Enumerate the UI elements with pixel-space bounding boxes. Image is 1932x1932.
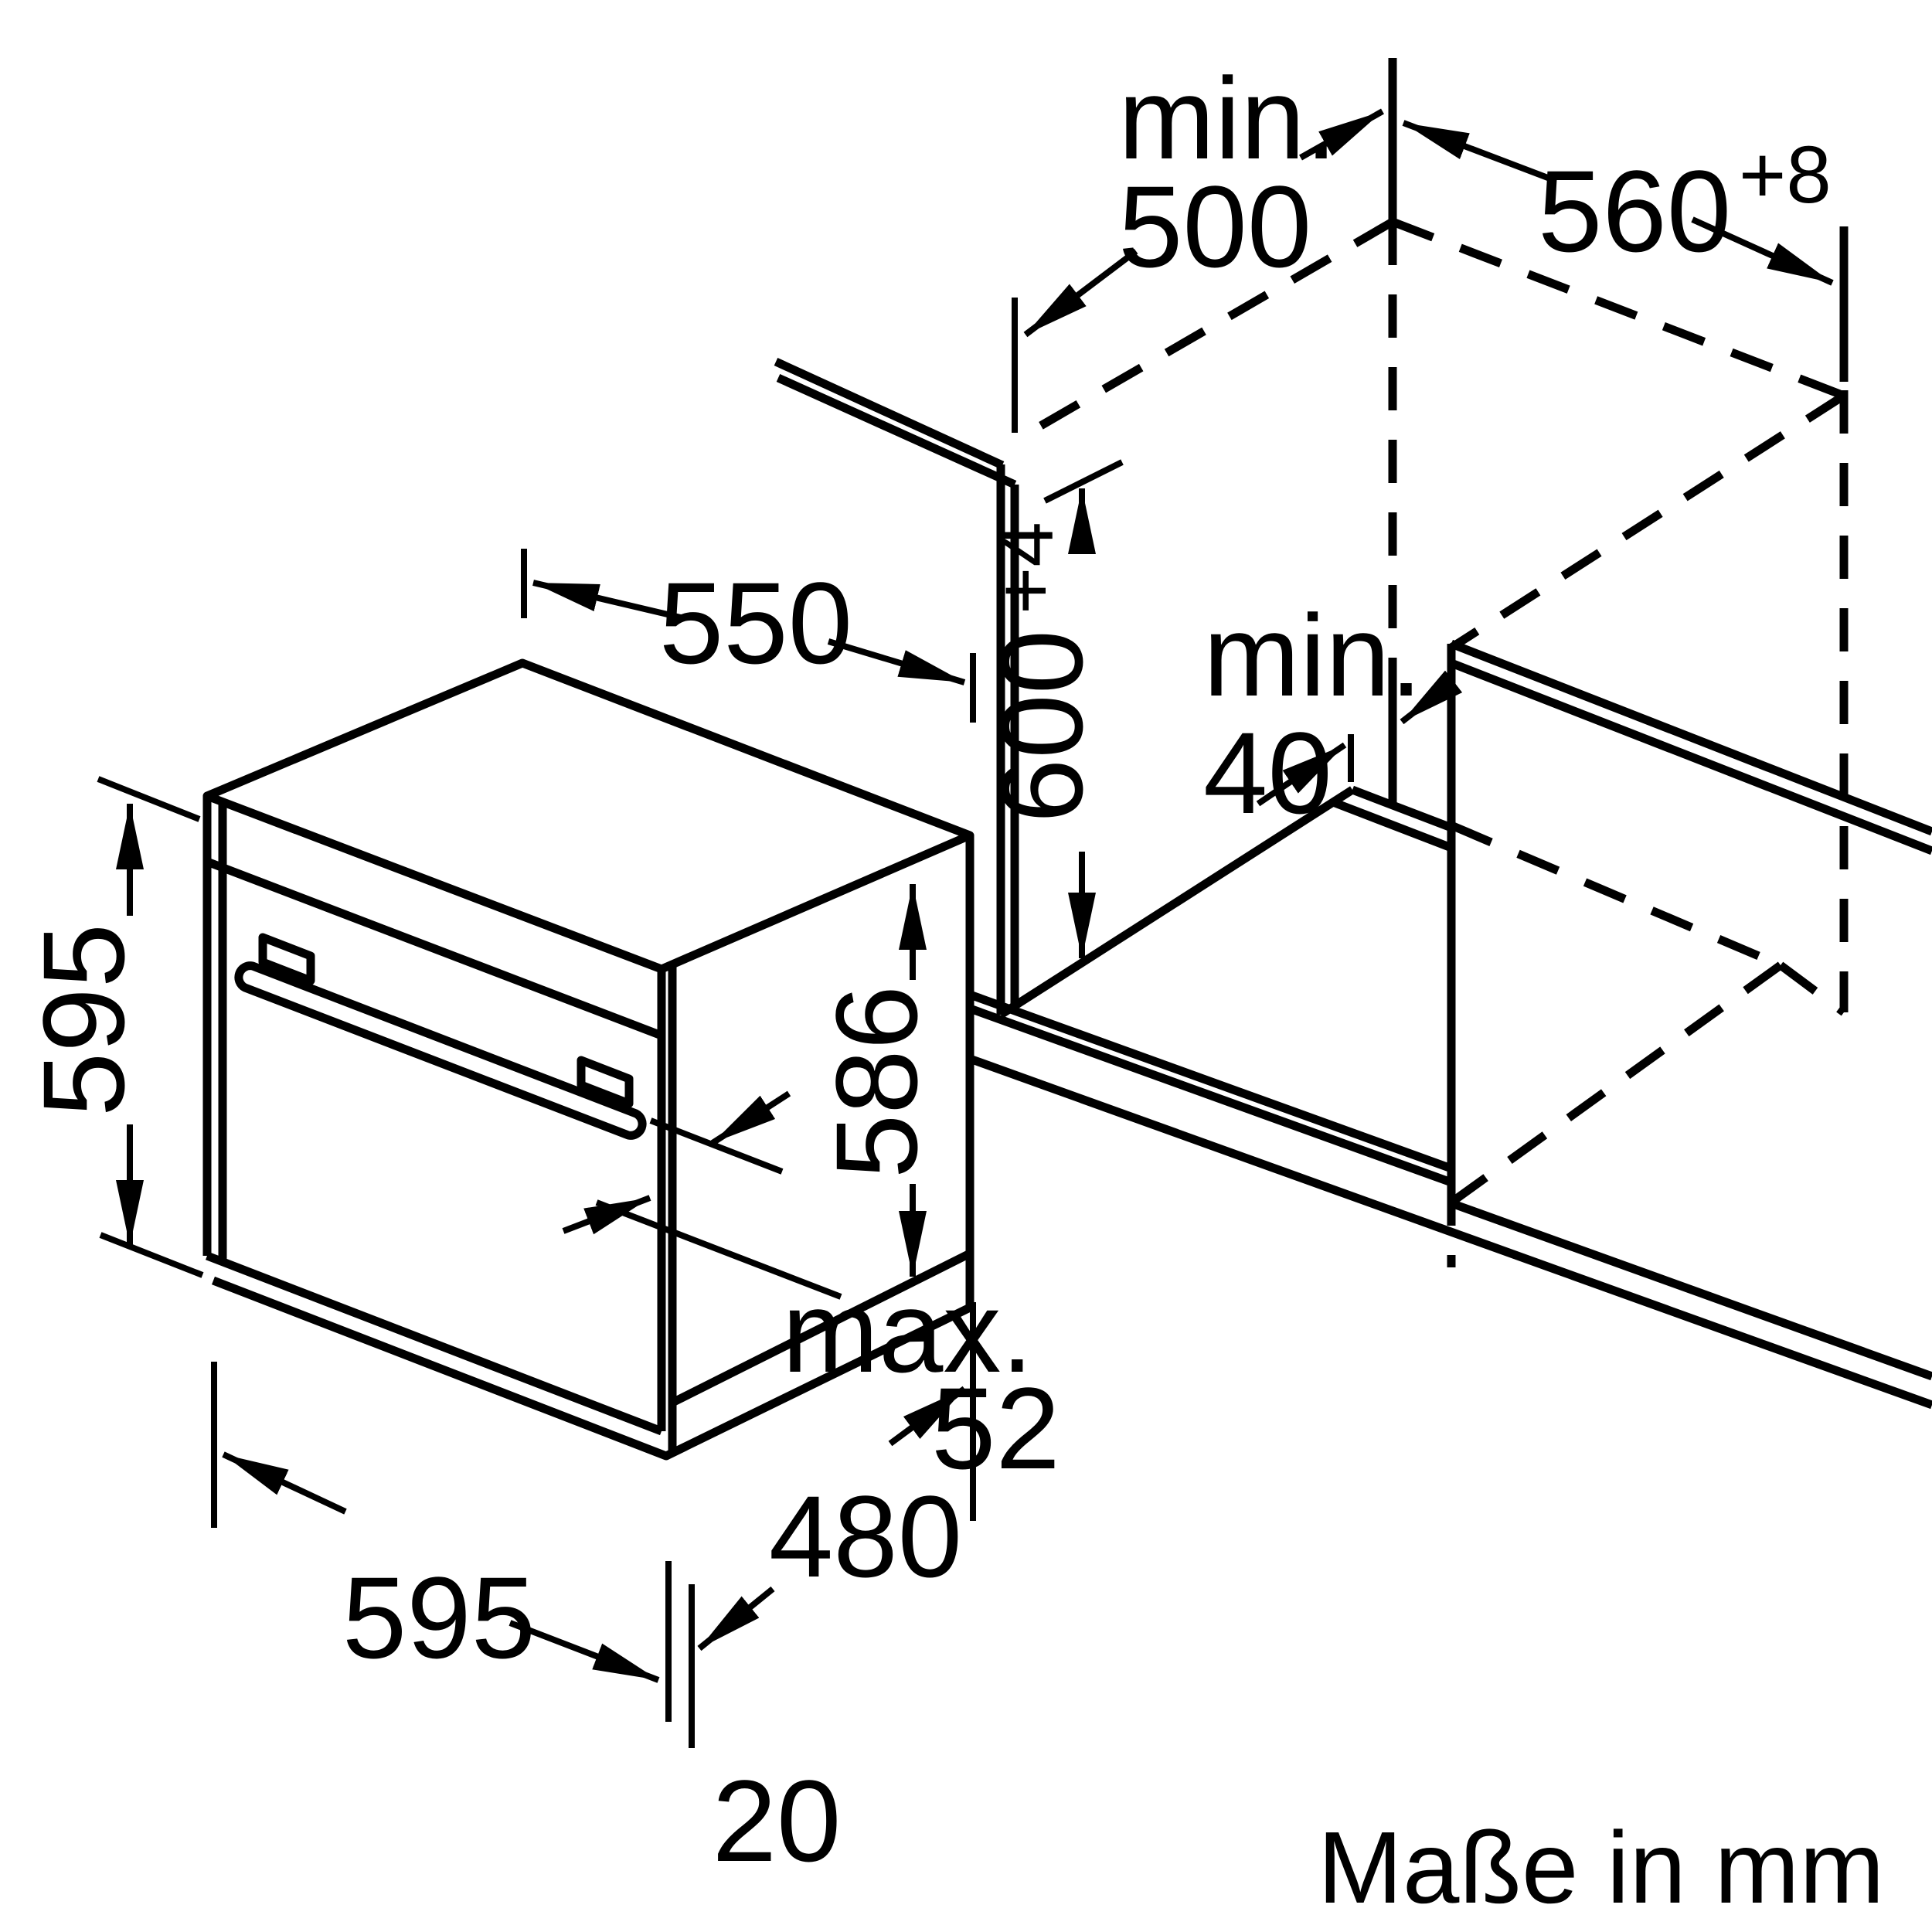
plinth-edge-lower — [968, 1004, 1453, 1187]
label-niche-width: 560 — [1538, 146, 1731, 276]
units-note: Maße in mm — [1318, 1811, 1884, 1924]
label-clearance-prefix: min. — [1118, 53, 1337, 183]
side-panel-bottom-hidden — [1451, 961, 1784, 1204]
niche-top-edge-right-hidden — [1391, 217, 1845, 400]
dim-oven-height: 595 — [19, 776, 204, 1278]
dim-arrow-left — [1402, 120, 1553, 182]
dim-arrow-left — [532, 580, 685, 621]
oven-handle-foot-right — [577, 1056, 634, 1108]
dim-tick — [97, 776, 201, 822]
label-oven-width: 595 — [342, 1553, 536, 1682]
dim-niche-width: 560 +8 — [1402, 120, 1834, 286]
label-gap-value: 40 — [1203, 708, 1332, 838]
label-oven-side-height: 586 — [811, 985, 941, 1179]
dim-ext-line-handle — [649, 1117, 784, 1175]
dim-arrow-left — [1256, 742, 1347, 807]
niche-floor-hidden-link — [1777, 961, 1847, 1016]
oven-door-bottom-edge — [206, 1251, 663, 1436]
dim-tick — [99, 1232, 204, 1278]
niche-floor-front-edge-2 — [1332, 798, 1453, 852]
dim-oven-top-depth: 550 — [521, 549, 976, 723]
niche-floor-front-edge — [1351, 785, 1453, 832]
dim-arrow-left — [1023, 248, 1138, 338]
label-oven-bottom-depth: 480 — [769, 1471, 962, 1601]
label-door-overhang: 20 — [713, 1756, 842, 1886]
plinth-edge-right — [1450, 1199, 1932, 1381]
cabinet-niche — [774, 58, 1932, 1410]
label-oven-height: 595 — [19, 923, 148, 1117]
worktop-edge-lower — [776, 373, 1017, 489]
dim-oven-bottom-depth: 480 — [689, 1302, 976, 1748]
oven-control-panel-line — [206, 857, 663, 1040]
dim-oven-side-height: 586 — [811, 884, 941, 1277]
niche-floor-left-edge — [998, 786, 1355, 1019]
label-niche-height: 600 — [977, 630, 1107, 823]
dim-arrow-left — [697, 1586, 775, 1651]
dim-arrow-left — [222, 1451, 347, 1515]
plinth-edge-upper — [968, 990, 1453, 1173]
dim-niche-clearance: min. 500 — [1012, 53, 1384, 433]
oven-handle-foot-left — [258, 933, 315, 985]
floor-line — [968, 1054, 1932, 1410]
dimensions: 595 550 586 max. 52 — [19, 53, 1834, 1886]
dim-niche-gap: min. 40 — [1203, 590, 1463, 838]
niche-floor-hidden-edge — [1449, 821, 1783, 970]
dim-arrow-right — [1691, 216, 1834, 286]
label-gap-prefix: min. — [1203, 590, 1422, 720]
oven-side-bottom-edge — [670, 1250, 972, 1406]
label-niche-width-tolerance: +8 — [1739, 130, 1832, 220]
side-panel-top-edge-upper — [1449, 639, 1932, 836]
oven-top-face — [202, 658, 975, 974]
dim-arrow-right — [1400, 670, 1463, 725]
label-niche-height-tolerance: +4 — [980, 522, 1070, 614]
dim-arrow-right — [1299, 108, 1384, 161]
label-oven-top-depth: 550 — [659, 558, 852, 688]
label-clearance-value: 500 — [1118, 162, 1311, 291]
dim-tick — [1043, 459, 1124, 504]
oven-isometric — [202, 658, 975, 1461]
niche-back-top-edge-hidden — [1449, 392, 1846, 651]
label-protrusion-prefix: max. — [782, 1267, 1033, 1396]
oven-handle-bar — [234, 961, 647, 1140]
dim-oven-width: 595 — [211, 1362, 672, 1722]
side-panel-top-edge-lower — [1449, 658, 1932, 855]
dim-arrow-right — [827, 638, 966, 685]
dim-arrow-upper — [710, 1090, 791, 1146]
oven-base-bottom-edge — [212, 1276, 972, 1461]
dim-arrow-right — [509, 1620, 660, 1683]
dim-arrow-right — [888, 1386, 967, 1447]
dim-arrow-lower — [562, 1195, 651, 1235]
dim-niche-height: 600 +4 — [977, 459, 1124, 958]
worktop-edge-upper — [774, 357, 1005, 470]
